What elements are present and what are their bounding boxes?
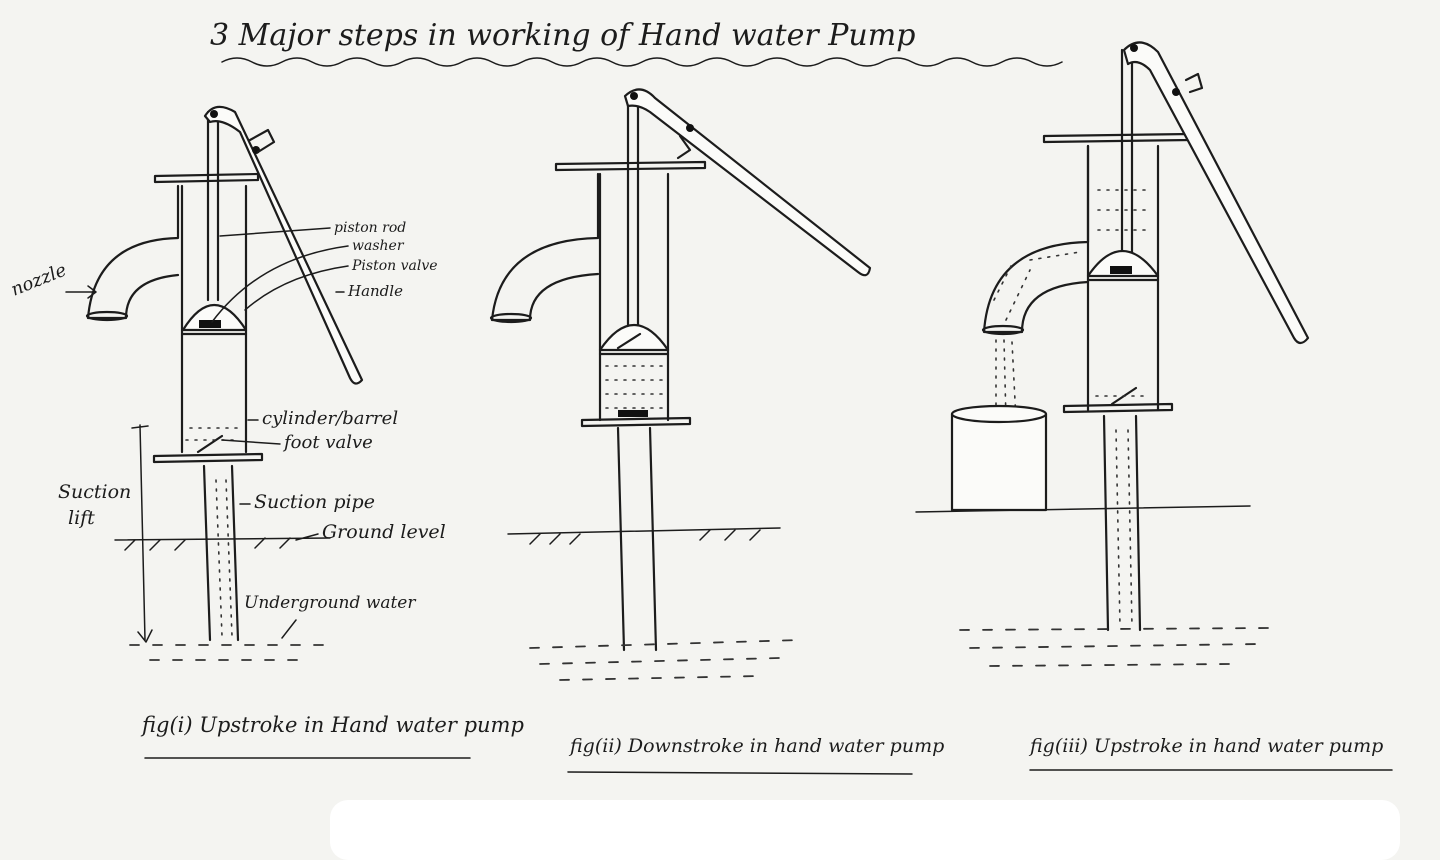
fig1-suction-pipe (202, 464, 240, 642)
label-piston-valve: Piston valve (351, 258, 438, 274)
fig3-bucket-rim (950, 404, 1048, 424)
fig3-washer (1110, 266, 1132, 274)
fig2-ground-hatch (529, 529, 761, 545)
fig2-fulcrum (676, 134, 692, 160)
fig3-handle-pin (1172, 88, 1180, 96)
piston-valve-leader (244, 265, 349, 311)
label-foot-valve: foot valve (282, 432, 373, 453)
label-cylinder: cylinder/barrel (262, 408, 398, 429)
fig1-nozzle-mouth (85, 310, 129, 322)
fig1-cap-plate (153, 172, 260, 184)
fig2-handle-pin (686, 124, 694, 132)
fig3-water-in-nozzle (993, 251, 1081, 321)
fig1-foot-plate (152, 452, 264, 464)
fig3-pivot (1130, 44, 1138, 52)
fig1-piston-dome (181, 303, 248, 332)
figure-3-upstroke: fig(iii) Upstroke in hand water pump (915, 41, 1393, 771)
fig1-underground-water (129, 644, 331, 661)
washer-leader (211, 245, 349, 323)
label-piston-rod: piston rod (334, 220, 406, 236)
fig3-foot-plate (1062, 402, 1174, 414)
fig3-piston-rod (1120, 48, 1134, 264)
fig3-fulcrum (1184, 72, 1204, 94)
fig1-water-in-pipe (215, 479, 233, 637)
ground-level-leader (295, 533, 319, 541)
fig2-foot-valve (618, 410, 648, 417)
foot-valve-leader (221, 439, 281, 445)
label-suction-pipe: Suction pipe (254, 491, 375, 513)
title-underline (221, 57, 1063, 67)
fig2-handle (623, 88, 872, 277)
fig2-cap-plate (554, 160, 707, 172)
fig2-foot-plate (580, 416, 692, 428)
fig2-nozzle-mouth (489, 312, 533, 324)
fig2-nozzle (490, 172, 600, 322)
fig3-water-above-piston (1097, 189, 1151, 231)
caption-fig1: fig(i) Upstroke in Hand water pump (140, 713, 524, 737)
fig2-underground-water (529, 639, 801, 681)
fig2-pivot (630, 92, 638, 100)
fig2-water-in-barrel (605, 365, 663, 409)
label-washer: washer (352, 238, 405, 254)
label-underground-water: Underground water (244, 593, 416, 613)
fig3-handle (1122, 41, 1310, 345)
fig1-nozzle (86, 184, 180, 320)
fig1-fulcrum (248, 128, 276, 154)
fig3-water-in-pipe (1115, 429, 1133, 627)
fig3-suction-pipe (1102, 414, 1142, 632)
fig1-water-in-barrel (185, 427, 241, 441)
underground-water-leader (281, 619, 297, 639)
fig1-suction-lift-arrow (131, 424, 153, 643)
diagram-title: 3 Major steps in working of Hand water P… (210, 18, 915, 53)
fig3-nozzle (982, 144, 1090, 334)
fig3-piston-dome (1086, 250, 1160, 278)
label-ground-level: Ground level (322, 521, 446, 543)
caption-fig2: fig(ii) Downstroke in hand water pump (568, 735, 944, 757)
label-handle: Handle (347, 282, 403, 300)
fig3-nozzle-mouth (981, 324, 1025, 336)
fig1-handle-pin (252, 146, 260, 154)
fig1-ground-line (114, 537, 331, 541)
fig3-cap-plate (1042, 132, 1192, 144)
fig1-handle (203, 105, 364, 385)
fig2-suction-pipe (616, 426, 658, 652)
fig3-ground-line (915, 505, 1251, 513)
figure-1-upstroke: nozzle piston rod washer Piston valve Ha… (8, 105, 524, 759)
fig3-bucket (950, 412, 1048, 512)
caption-fig2-underline (567, 771, 913, 775)
fig2-piston-rod (626, 96, 640, 342)
piston-rod-leader (219, 227, 331, 237)
fig1-piston-rod (206, 110, 220, 302)
caption-fig3: fig(iii) Upstroke in hand water pump (1028, 735, 1383, 757)
fig3-underground-water (959, 627, 1271, 667)
fig2-piston-valve-flap (616, 332, 642, 350)
fig1-ground-hatch (124, 537, 291, 551)
fig1-washer (199, 320, 221, 328)
fig1-foot-valve-flap (196, 434, 224, 454)
nozzle-arrow (65, 285, 97, 299)
figure-2-downstroke: fig(ii) Downstroke in hand water pump (489, 88, 944, 775)
fig2-ground-line (507, 527, 781, 535)
label-nozzle: nozzle (8, 260, 69, 301)
fig1-pivot (210, 110, 218, 118)
